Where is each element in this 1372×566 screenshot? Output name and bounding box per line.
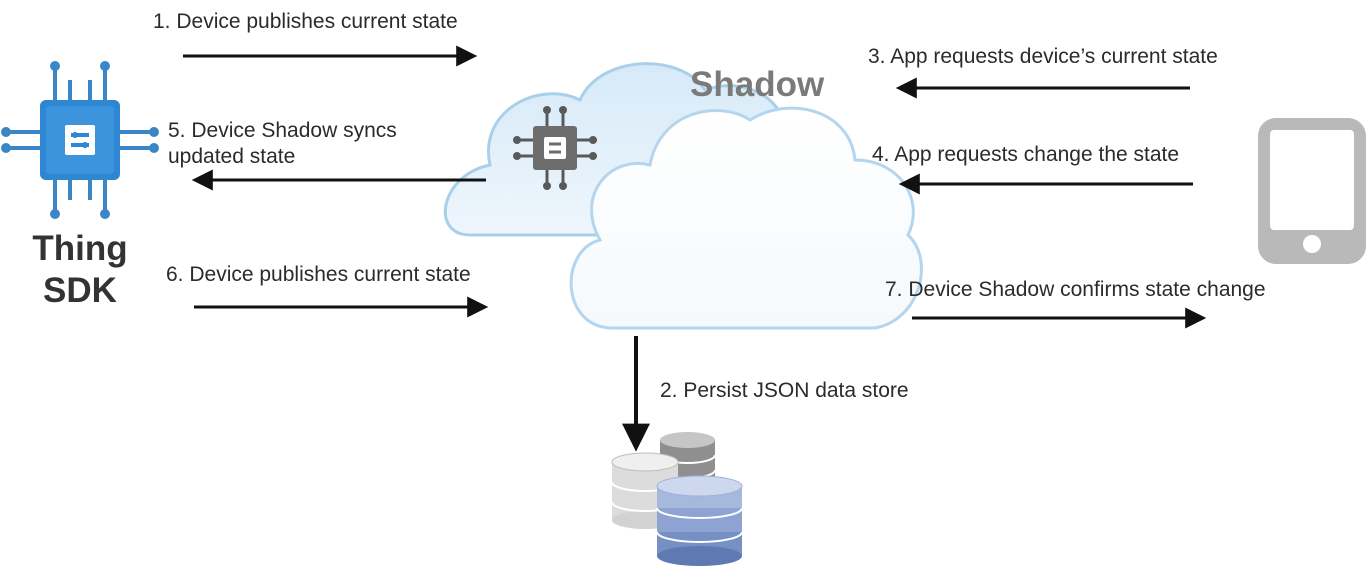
thing-label-line1: Thing — [32, 229, 128, 268]
smartphone-icon — [1258, 118, 1366, 264]
step-4-label: 4. App requests change the state — [872, 143, 1180, 166]
thing-chip-icon — [1, 61, 159, 219]
database-icon — [611, 432, 743, 566]
step-1-label: 1. Device publishes current state — [153, 10, 458, 33]
shadow-label: Shadow — [690, 65, 825, 104]
step-6-label: 6. Device publishes current state — [166, 263, 471, 286]
shadow-cloud-front — [569, 106, 923, 330]
step-5-label-line2: updated state — [168, 145, 296, 168]
step-5-label: 5. Device Shadow syncs updated state — [168, 118, 397, 170]
step-7-label: 7. Device Shadow confirms state change — [885, 278, 1266, 301]
shadow-chip-icon — [513, 106, 597, 190]
thing-sdk-label: Thing SDK — [24, 228, 136, 312]
step-2-label: 2. Persist JSON data store — [660, 379, 909, 402]
step-5-label-line1: 5. Device Shadow syncs — [168, 119, 397, 142]
step-3-label: 3. App requests device’s current state — [868, 45, 1218, 68]
thing-label-line2: SDK — [43, 271, 117, 310]
